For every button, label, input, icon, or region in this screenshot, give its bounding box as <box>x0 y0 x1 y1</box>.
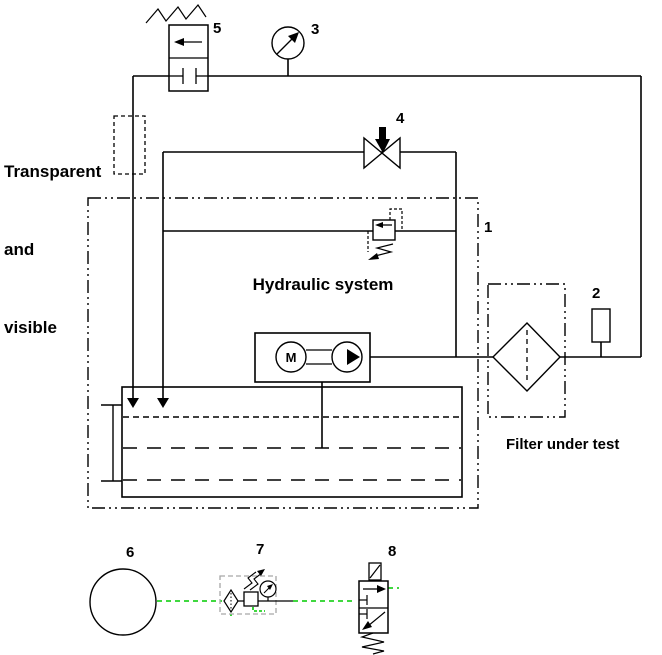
shutoff-valve-4 <box>363 127 401 170</box>
valve-arrow-icon <box>362 621 372 630</box>
spring-arrow-icon <box>257 569 265 576</box>
zigzag-spring-icon <box>145 4 207 24</box>
aux-enclosure <box>219 575 277 615</box>
note-line: Transparent <box>4 162 102 181</box>
valve-arrow-icon <box>375 222 383 228</box>
relief-valve <box>367 208 403 260</box>
valve-arrow-icon <box>377 585 386 593</box>
zigzag-spring-icon <box>374 243 394 257</box>
hydraulic-pipes <box>132 59 642 448</box>
transparent-indicator <box>113 115 146 175</box>
component-number-2: 2 <box>592 285 601 302</box>
transparent-note: Transparent and visible <box>4 107 101 393</box>
zigzag-spring-icon <box>359 632 385 655</box>
regulator <box>243 591 259 607</box>
component-number-8: 8 <box>388 543 397 560</box>
component-number-5: 5 <box>213 20 222 37</box>
hydraulic-system-boundary <box>87 197 479 509</box>
note-line: visible <box>4 318 57 337</box>
pump-arrow-icon <box>347 349 360 365</box>
spring-arrow-icon <box>368 253 379 260</box>
note-line: and <box>4 240 35 259</box>
filter-under-test-caption: Filter under test <box>506 436 620 453</box>
flow-arrow-icon <box>127 398 139 408</box>
flow-arrow-icon <box>157 398 169 408</box>
sampling-point-2 <box>591 308 611 343</box>
tank-level-indicator <box>101 404 122 482</box>
motor-circle <box>275 341 307 373</box>
zigzag-spring-icon <box>243 571 257 590</box>
component-number-1: 1 <box>484 219 493 236</box>
component-number-3: 3 <box>311 21 320 38</box>
air-source-6 <box>89 568 157 636</box>
reservoir-tank <box>121 386 463 498</box>
component-number-4: 4 <box>396 110 405 127</box>
air-preparation-unit-7 <box>219 569 293 615</box>
valve-arrow-icon <box>174 38 184 46</box>
motor-label: M <box>286 350 297 365</box>
gauge-needle-icon <box>288 32 299 43</box>
component-number-7: 7 <box>256 541 265 558</box>
hydraulic-system-title: Hydraulic system <box>252 275 394 294</box>
test-filter <box>492 322 561 392</box>
filter-test-boundary <box>487 283 566 418</box>
valve-5 <box>145 4 209 92</box>
pressure-gauge-3 <box>271 26 305 60</box>
motor-pump-group: M <box>254 332 371 383</box>
component-number-6: 6 <box>126 544 135 561</box>
pneumatic-valve-8 <box>358 562 389 655</box>
